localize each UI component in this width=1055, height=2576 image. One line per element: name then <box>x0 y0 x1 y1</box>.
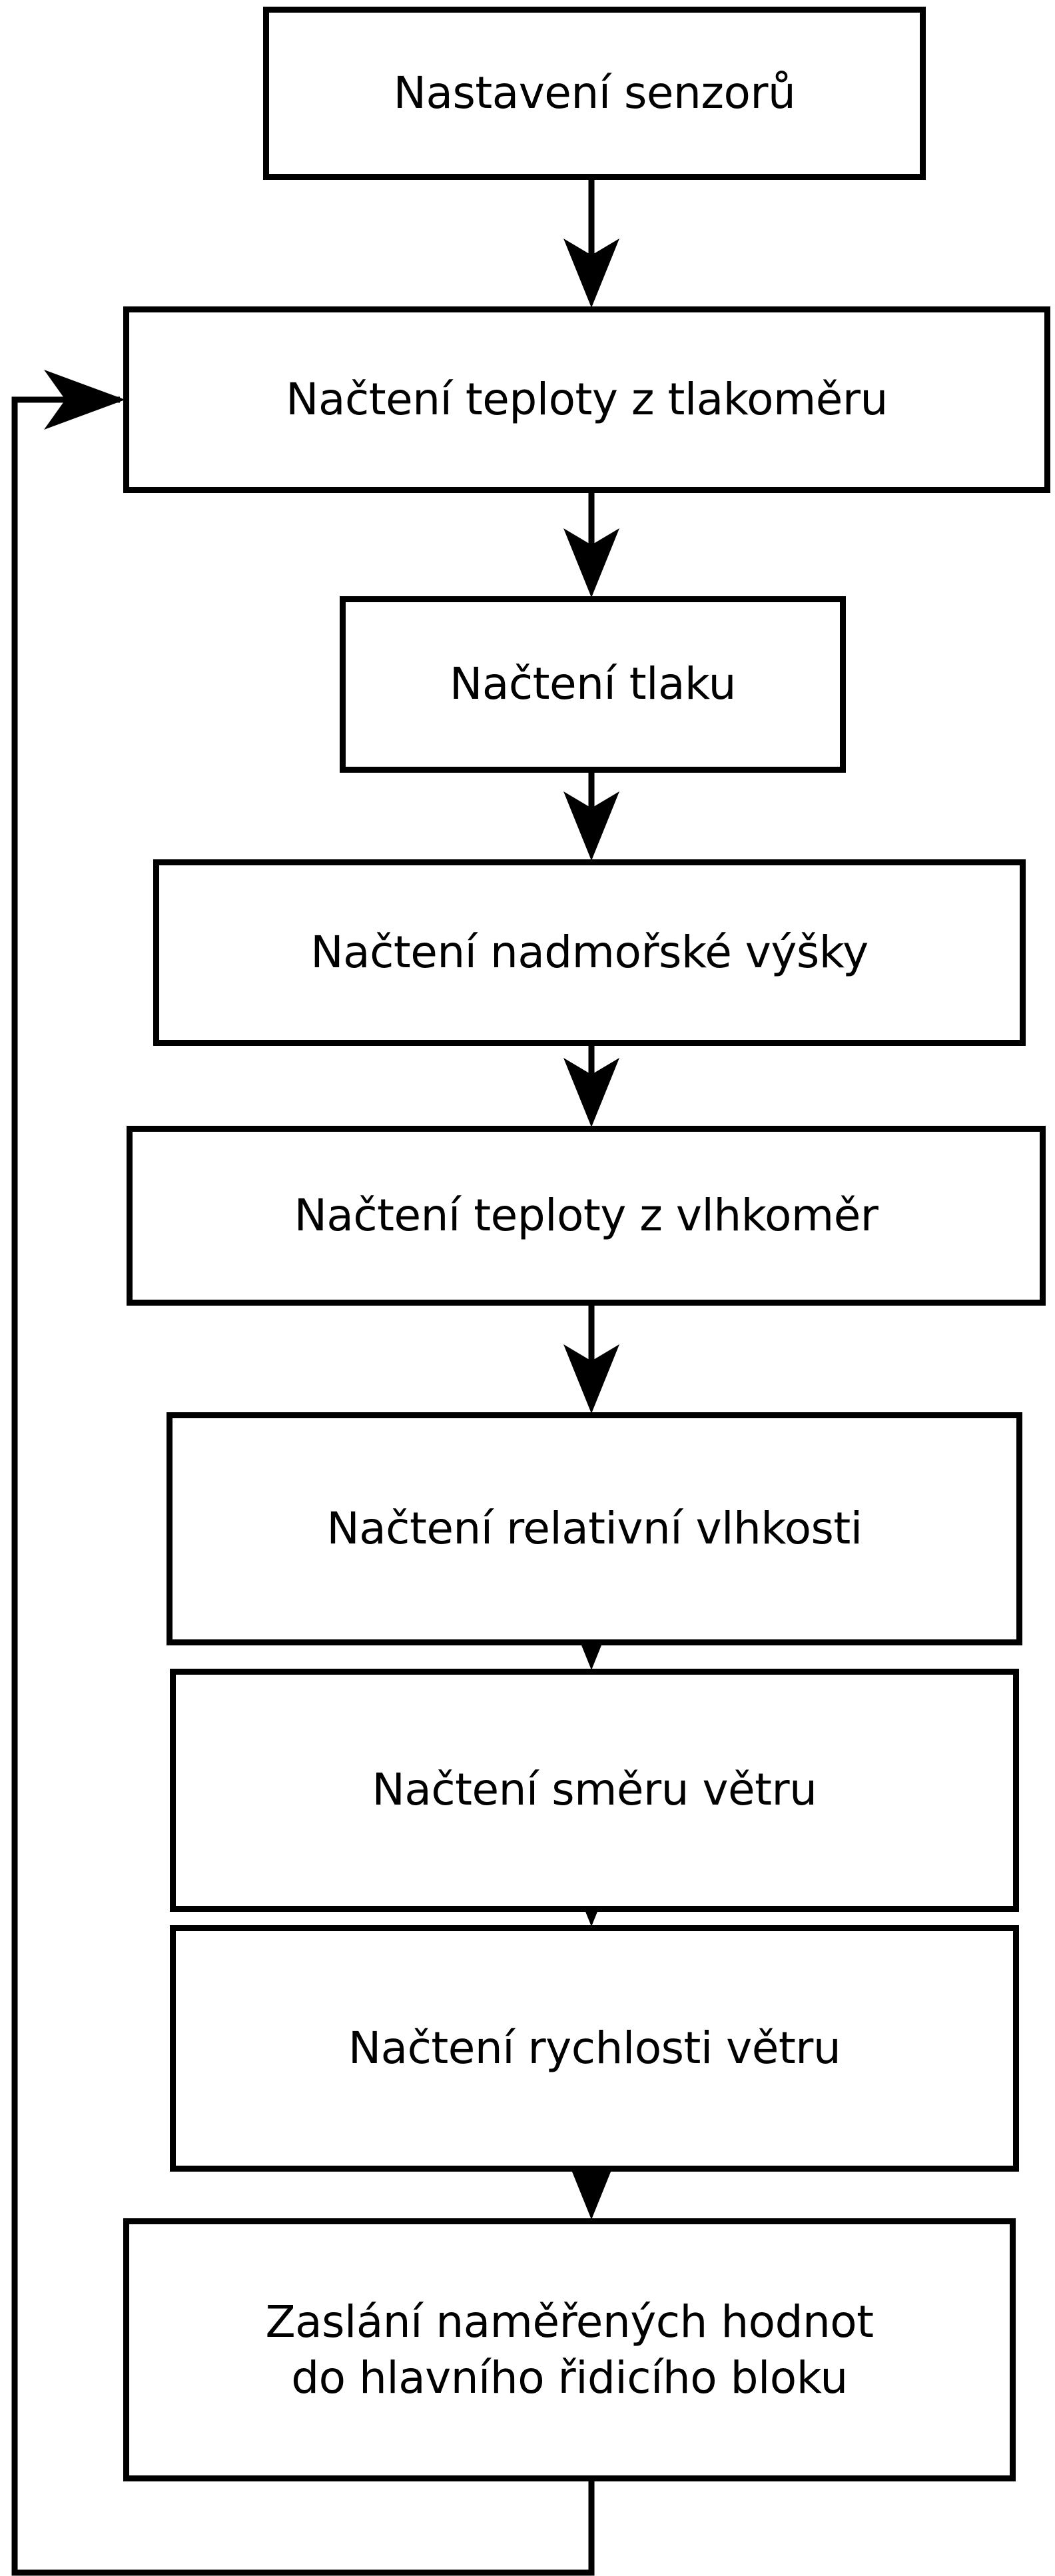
process-node-nacteni-smeru-vetru[interactable]: Načtení směru větru <box>170 1669 1019 1912</box>
node-label: Načtení teploty z vlhkoměr <box>294 1189 879 1241</box>
process-node-nacteni-teploty-z-vlhkomer[interactable]: Načtení teploty z vlhkoměr <box>127 1126 1046 1306</box>
node-label: Zaslání naměřených hodnot do hlavního ři… <box>265 2296 874 2403</box>
process-node-nacteni-teploty-z-tlakomeru[interactable]: Načtení teploty z tlakoměru <box>123 306 1050 493</box>
node-label: Načtení relativní vlhkosti <box>326 1502 863 1554</box>
process-node-nacteni-tlaku[interactable]: Načtení tlaku <box>340 596 846 773</box>
arrow-tlak-to-nadmorska-vyska <box>563 773 619 861</box>
process-node-nacteni-relativni-vlhkosti[interactable]: Načtení relativní vlhkosti <box>167 1412 1022 1645</box>
node-label: Nastavení senzorů <box>393 67 796 119</box>
node-label: Načtení tlaku <box>450 658 736 710</box>
node-label: Načtení rychlosti větru <box>348 2022 841 2074</box>
node-label: Načtení směru větru <box>372 1764 817 1816</box>
process-node-nacteni-rychlosti-vetru[interactable]: Načtení rychlosti větru <box>170 1925 1019 2172</box>
process-node-nacteni-nadmorske-vysky[interactable]: Načtení nadmořské výšky <box>153 859 1026 1046</box>
arrow-nadmorska-vyska-to-teplota-vlhkomer <box>563 1046 619 1127</box>
arrow-teplota-vlhkomer-to-relativni-vlhkost <box>563 1306 619 1414</box>
process-node-nastaveni-senzoru[interactable]: Nastavení senzorů <box>263 7 926 180</box>
loopback-arrow-zaslani-to-teplota-tlakomer <box>11 370 595 2576</box>
arrow-nastaveni-to-teplota-tlakomer <box>563 180 619 308</box>
node-label: Načtení nadmořské výšky <box>310 926 869 978</box>
arrow-teplota-tlakomer-to-tlak <box>563 493 619 598</box>
node-label: Načtení teploty z tlakoměru <box>286 373 888 425</box>
process-node-zaslani-namerenych-hodnot[interactable]: Zaslání naměřených hodnot do hlavního ři… <box>123 2218 1016 2481</box>
